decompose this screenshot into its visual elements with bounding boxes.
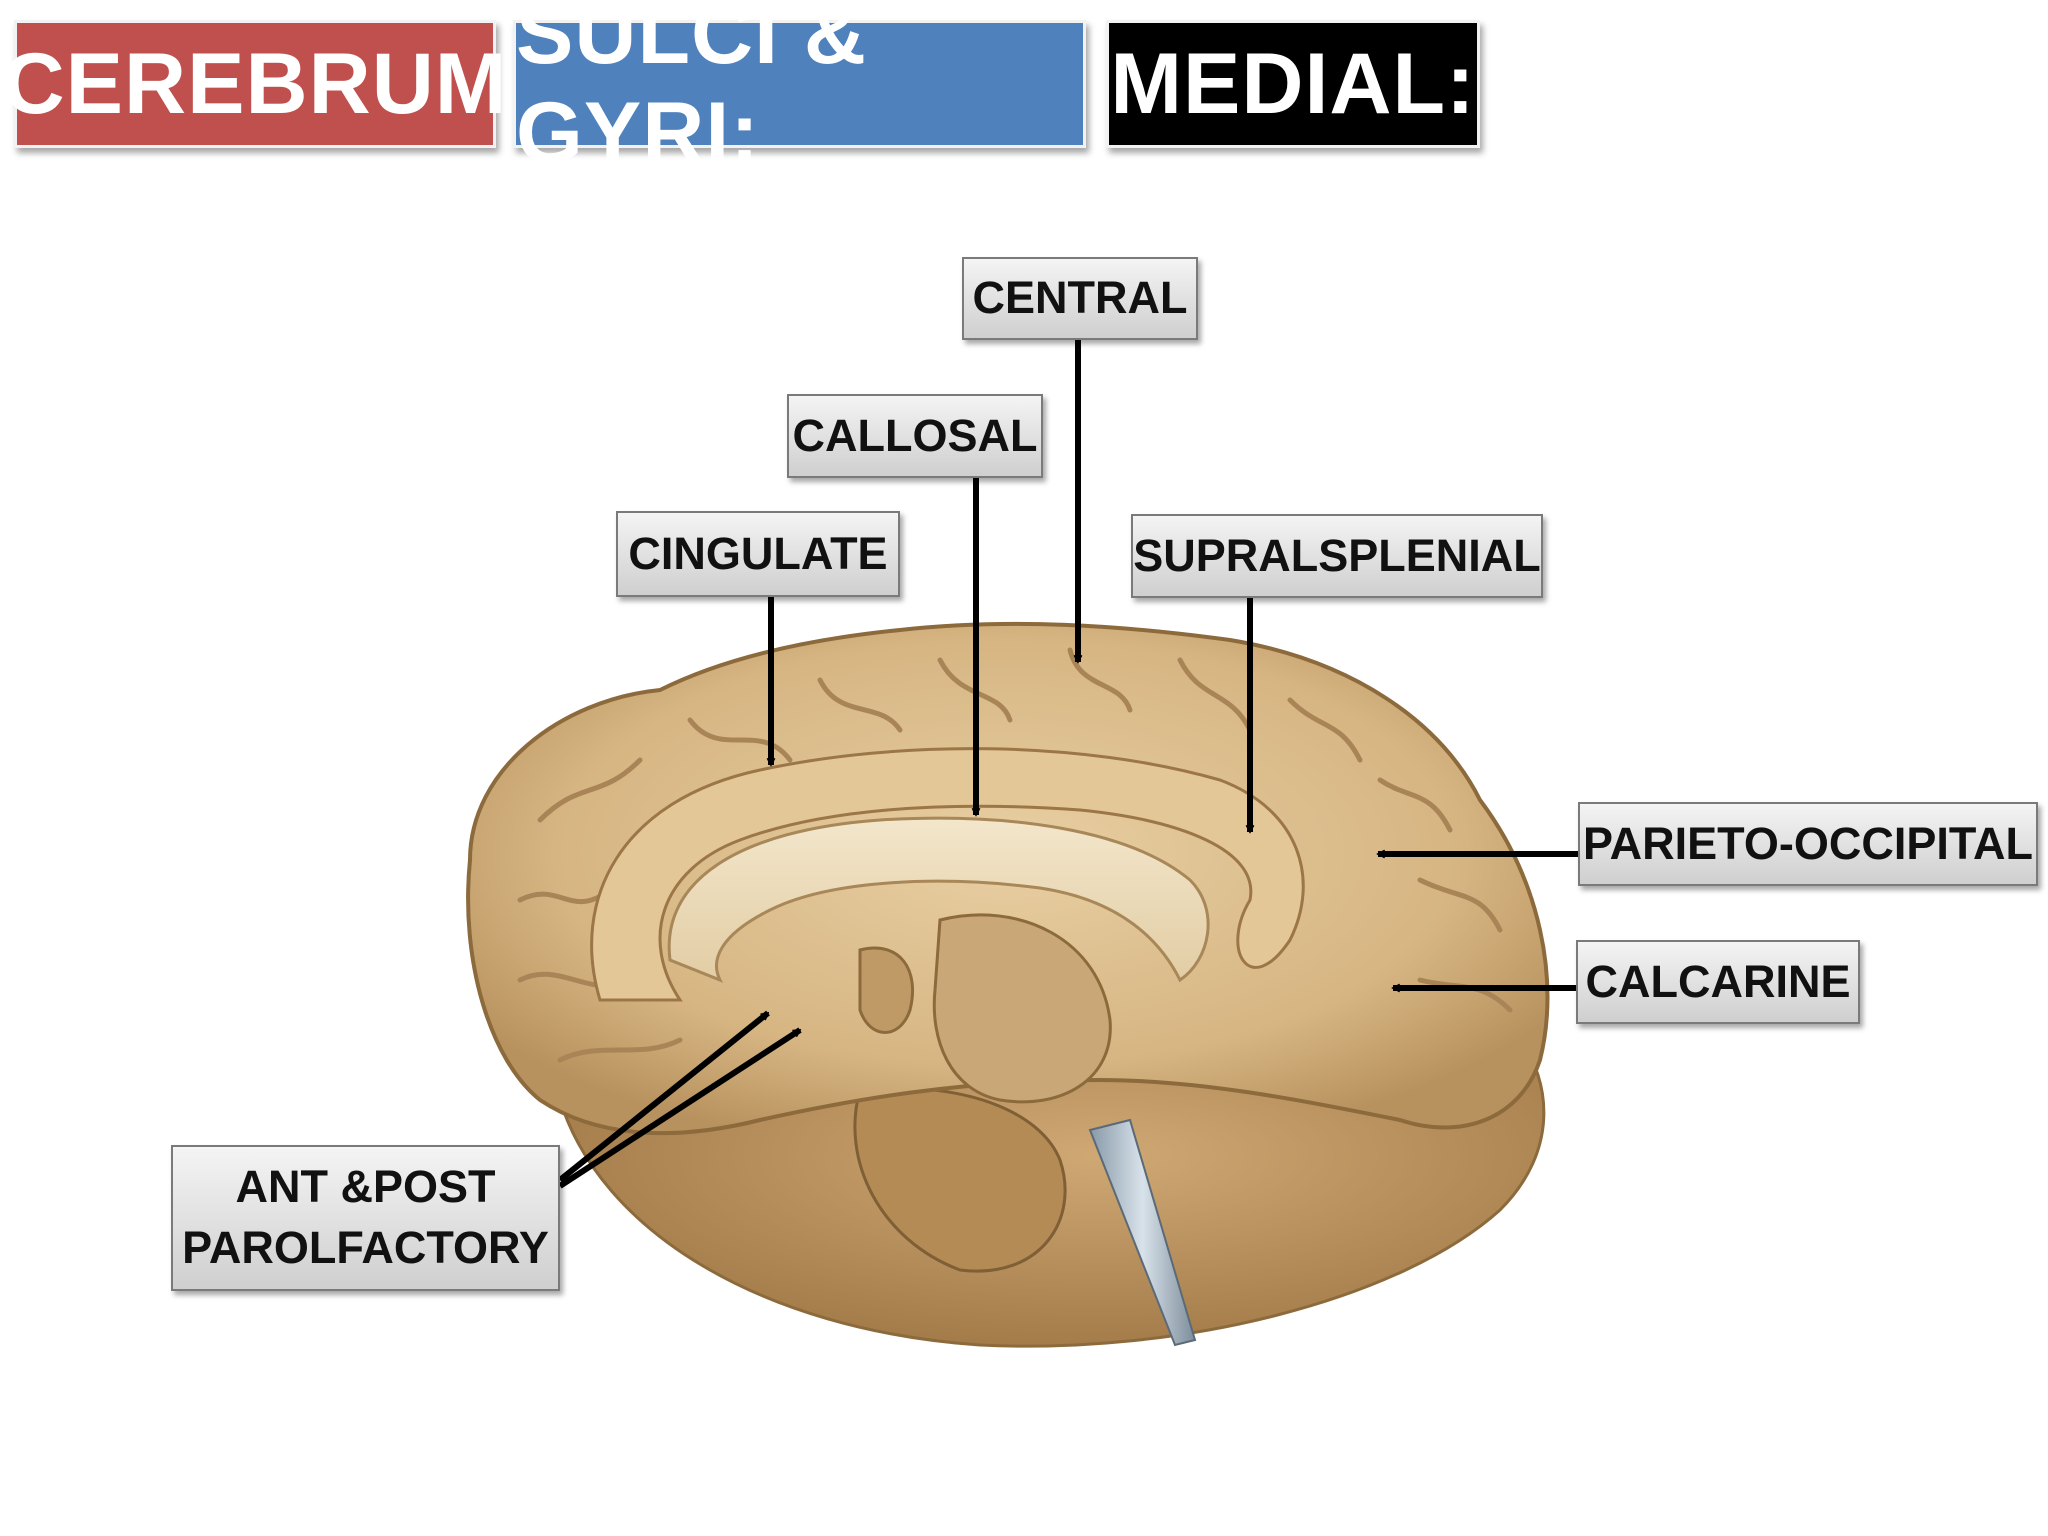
fornix-region	[858, 946, 915, 1034]
gyral-folds	[517, 647, 1513, 1063]
label-supralsplenial-text: SUPRALSPLENIAL	[1133, 529, 1541, 581]
arrow-parolfactory-1	[558, 1010, 770, 1183]
label-parolfactory-line1: ANT &POST	[235, 1161, 496, 1213]
probe	[1088, 1118, 1197, 1347]
label-parieto-occipital-text: PARIETO-OCCIPITAL	[1583, 817, 2033, 869]
label-calcarine: CALCARINE	[1576, 940, 1860, 1024]
label-parolfactory-line2: PAROLFACTORY	[182, 1222, 549, 1273]
thalamus-region	[932, 913, 1112, 1104]
label-callosal: CALLOSAL	[787, 394, 1043, 478]
title-sulci-gyri-text: SULCI & GYRI:	[516, 0, 867, 181]
arrow-parolfactory-2	[558, 1027, 802, 1189]
corpus-callosum	[667, 816, 1210, 983]
title-medial: MEDIAL:	[1106, 20, 1480, 148]
annotation-arrows	[558, 340, 1578, 1189]
title-cerebrum-text: CEREBRUM	[2, 35, 508, 132]
label-central-text: CENTRAL	[972, 272, 1188, 324]
label-parolfactory: ANT &POST PAROLFACTORY	[171, 1145, 560, 1291]
label-parieto-occipital: PARIETO-OCCIPITAL	[1578, 802, 2038, 886]
label-cingulate: CINGULATE	[616, 511, 900, 597]
label-cingulate-text: CINGULATE	[628, 527, 888, 579]
title-sulci-gyri: SULCI & GYRI:	[513, 0, 1086, 181]
label-supralsplenial: SUPRALSPLENIAL	[1131, 514, 1543, 598]
title-cerebrum: CEREBRUM	[3, 20, 506, 148]
cingulate-gyrus	[590, 747, 1305, 1002]
label-central: CENTRAL	[962, 257, 1198, 340]
label-callosal-text: CALLOSAL	[792, 409, 1038, 461]
label-calcarine-text: CALCARINE	[1585, 955, 1851, 1007]
title-medial-text: MEDIAL:	[1110, 35, 1476, 132]
